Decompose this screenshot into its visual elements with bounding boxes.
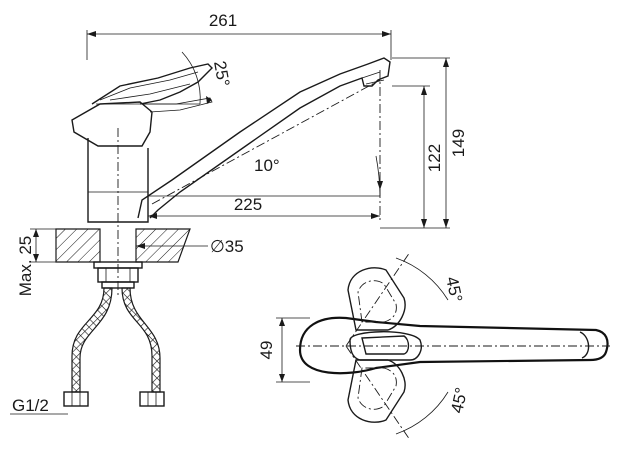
- lever-rotated-lower: [347, 359, 406, 423]
- dim-handle-width: [276, 317, 310, 383]
- label-thread: G1/2: [12, 396, 49, 415]
- countertop-section: [30, 228, 208, 263]
- label-rotation-upper: 45°: [442, 275, 466, 304]
- label-spout-angle: 10°: [254, 156, 280, 175]
- top-view: [276, 251, 610, 441]
- lever-rotated-upper: [347, 267, 406, 331]
- spout: [137, 57, 391, 222]
- label-hole-diameter: ∅35: [210, 237, 244, 256]
- dim-overall-width: [86, 30, 392, 60]
- rotation-arcs: [345, 251, 449, 441]
- dim-spout-angle: [148, 155, 383, 197]
- label-spout-reach: 225: [234, 195, 262, 214]
- label-height-total: 149: [449, 129, 468, 157]
- label-lever-angle: 25°: [210, 59, 233, 88]
- mounting-nut: [93, 261, 143, 289]
- label-handle-width: 49: [257, 341, 276, 360]
- lever-handle: [71, 51, 213, 147]
- label-overall-width: 261: [209, 11, 237, 30]
- label-mount-thickness: Max. 25: [16, 236, 35, 296]
- label-height-spout: 122: [425, 144, 444, 172]
- dim-spout-reach: [148, 213, 380, 219]
- side-view: [10, 30, 450, 415]
- dim-heights: [380, 57, 450, 229]
- top-body: [296, 316, 610, 375]
- supply-hoses: [10, 287, 165, 415]
- label-rotation-lower: 45°: [447, 386, 471, 415]
